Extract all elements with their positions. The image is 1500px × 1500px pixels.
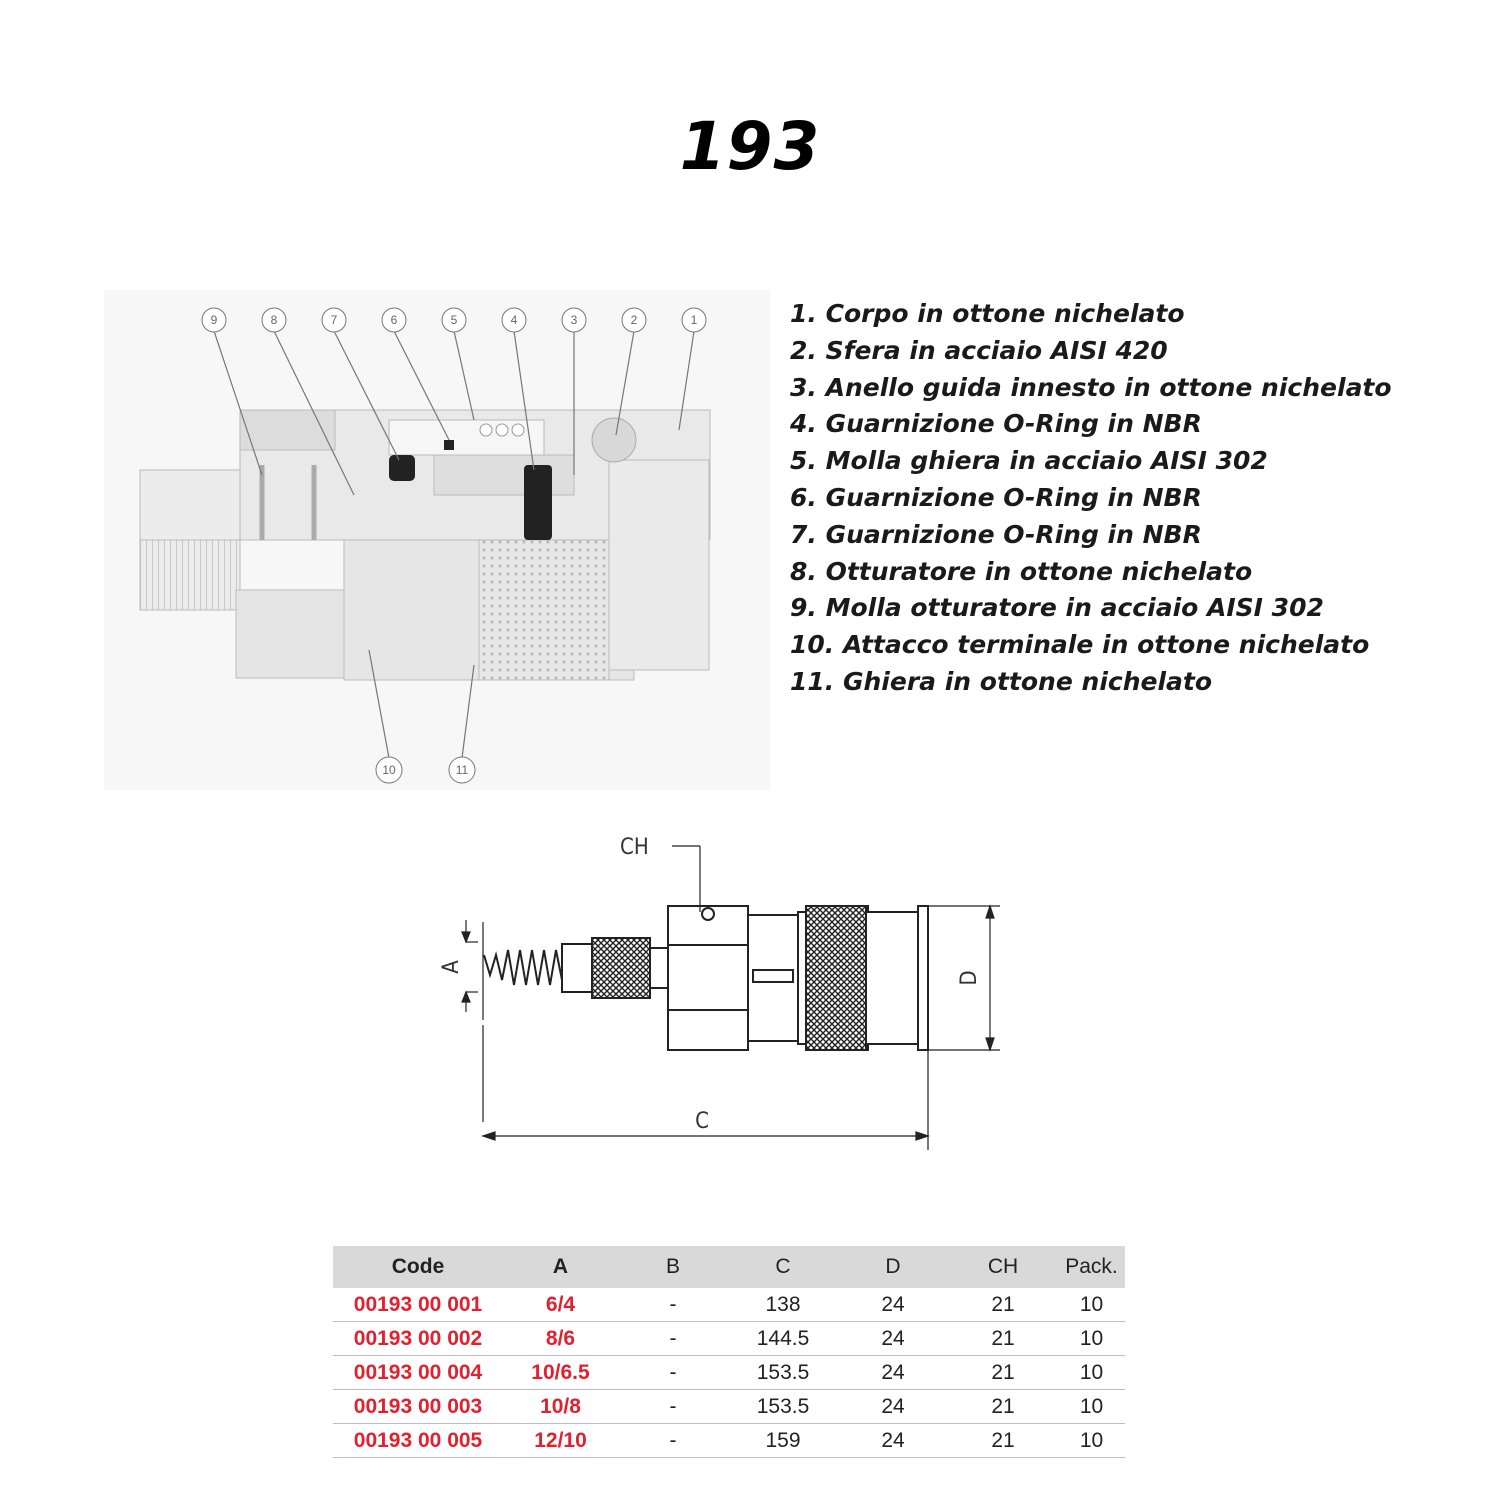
dimension-label-ch: CH [620,835,649,860]
code-cell: 00193 00 005 [333,1423,503,1458]
column-header-a: A [503,1246,618,1288]
part-item: 10. Attacco terminale in ottone nichelat… [790,630,1370,660]
pack-cell: 10 [1058,1288,1125,1322]
svg-text:11: 11 [456,763,469,777]
callout-6: 6 [381,307,407,333]
a-cell: 10/6.5 [503,1355,618,1390]
a-cell: 12/10 [503,1423,618,1458]
part-item: 9. Molla otturatore in acciaio AISI 302 [790,593,1324,623]
a-cell: 10/8 [503,1389,618,1424]
part-item: 3. Anello guida innesto in ottone nichel… [790,372,1392,402]
dimension-label-d: D [957,970,982,985]
svg-text:2: 2 [631,313,638,327]
part-item: 8. Otturatore in ottone nichelato [790,556,1253,586]
ch-cell: 21 [948,1355,1058,1390]
callout-2: 2 [621,307,647,333]
callout-3: 3 [561,307,587,333]
parts-list: 1. Corpo in ottone nichelato 2. Sfera in… [790,296,1392,701]
specs-table: Code A B C D CH Pack. 00193 00 001 6/4 -… [333,1246,1125,1458]
table-row: 00193 00 005 12/10 - 159 24 21 10 [333,1423,1125,1458]
svg-text:5: 5 [451,313,458,327]
c-cell: 144.5 [728,1321,838,1356]
callout-4: 4 [501,307,527,333]
column-header-pack: Pack. [1058,1246,1125,1288]
callout-11: 11 [448,756,476,784]
d-cell: 24 [838,1321,948,1356]
section-drawing: 9 8 7 6 5 4 3 2 1 10 11 [139,307,711,784]
svg-text:10: 10 [382,763,396,777]
code-cell: 00193 00 003 [333,1389,503,1424]
table-row: 00193 00 004 10/6.5 - 153.5 24 21 10 [333,1355,1125,1390]
callout-9: 9 [201,307,227,333]
d-cell: 24 [838,1389,948,1424]
callout-1: 1 [681,307,707,333]
part-item: 4. Guarnizione O-Ring in NBR [790,409,1202,439]
callout-7: 7 [321,307,347,333]
dimension-drawing: CH A C D [439,835,1000,1150]
part-item: 7. Guarnizione O-Ring in NBR [790,519,1202,549]
d-cell: 24 [838,1423,948,1458]
b-cell: - [618,1355,728,1390]
b-cell: - [618,1321,728,1356]
part-item: 11. Ghiera in ottone nichelato [790,666,1213,696]
table-row: 00193 00 002 8/6 - 144.5 24 21 10 [333,1321,1125,1356]
c-cell: 159 [728,1423,838,1458]
pack-cell: 10 [1058,1389,1125,1424]
b-cell: - [618,1423,728,1458]
d-cell: 24 [838,1288,948,1322]
callout-10: 10 [375,756,403,784]
d-cell: 24 [838,1355,948,1390]
callout-5: 5 [441,307,467,333]
pack-cell: 10 [1058,1321,1125,1356]
c-cell: 153.5 [728,1355,838,1390]
table-row: 00193 00 001 6/4 - 138 24 21 10 [333,1288,1125,1322]
table-row: 00193 00 003 10/8 - 153.5 24 21 10 [333,1389,1125,1424]
table-header-row: Code A B C D CH Pack. [333,1246,1125,1288]
svg-text:8: 8 [271,313,278,327]
dimension-label-a: A [439,960,464,974]
svg-text:1: 1 [691,313,698,327]
svg-text:9: 9 [211,313,218,327]
pack-cell: 10 [1058,1423,1125,1458]
part-item: 6. Guarnizione O-Ring in NBR [790,482,1202,512]
code-cell: 00193 00 001 [333,1288,503,1322]
a-cell: 8/6 [503,1321,618,1356]
svg-text:7: 7 [331,313,338,327]
svg-text:4: 4 [511,313,518,327]
column-header-d: D [838,1246,948,1288]
ch-cell: 21 [948,1288,1058,1322]
c-cell: 138 [728,1288,838,1322]
code-cell: 00193 00 004 [333,1355,503,1390]
column-header-ch: CH [948,1246,1058,1288]
svg-text:3: 3 [571,313,578,327]
ch-cell: 21 [948,1321,1058,1356]
svg-text:6: 6 [391,313,398,327]
pack-cell: 10 [1058,1355,1125,1390]
ch-cell: 21 [948,1423,1058,1458]
b-cell: - [618,1288,728,1322]
column-header-b: B [618,1246,728,1288]
column-header-code: Code [333,1246,503,1288]
part-item: 2. Sfera in acciaio AISI 420 [790,335,1168,365]
part-item: 5. Molla ghiera in acciaio AISI 302 [790,446,1268,476]
product-title: 193 [679,108,821,185]
column-header-c: C [728,1246,838,1288]
code-cell: 00193 00 002 [333,1321,503,1356]
callout-8: 8 [261,307,287,333]
c-cell: 153.5 [728,1389,838,1424]
dimension-label-c: C [695,1109,709,1134]
ch-cell: 21 [948,1389,1058,1424]
b-cell: - [618,1389,728,1424]
part-item: 1. Corpo in ottone nichelato [790,299,1185,328]
specs-table-wrap: Code A B C D CH Pack. 00193 00 001 6/4 -… [333,1246,1125,1458]
a-cell: 6/4 [503,1288,618,1322]
